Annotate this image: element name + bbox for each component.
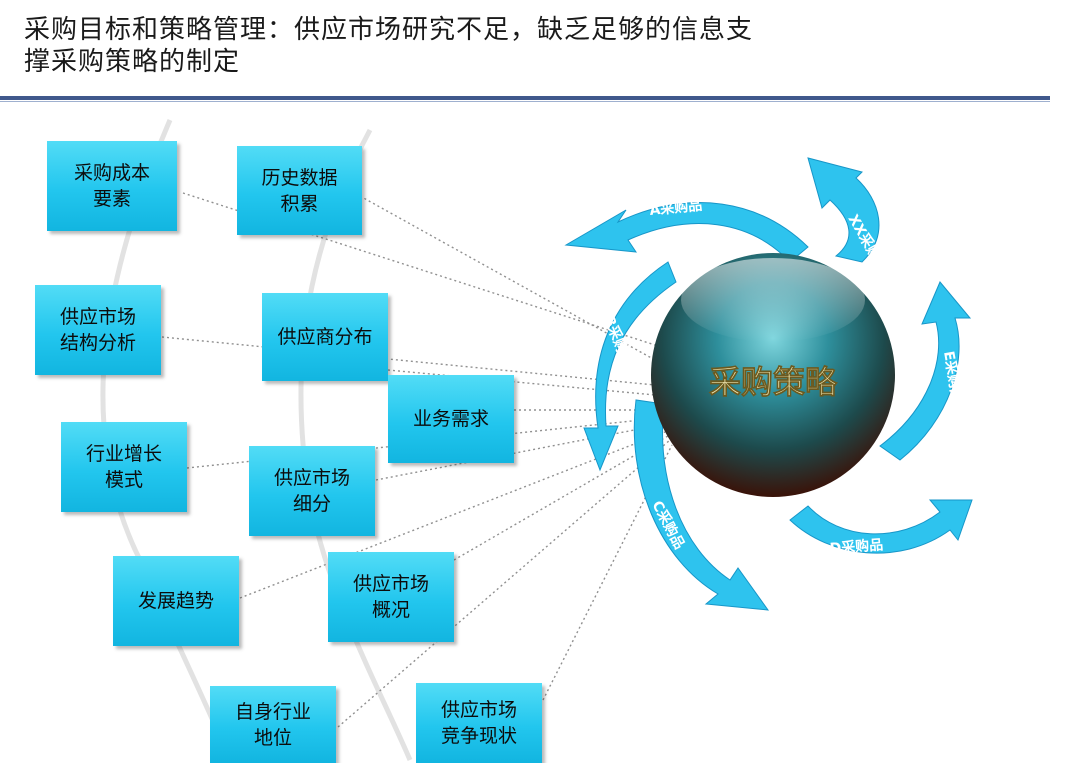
factor-label: 发展趋势 (137, 590, 214, 612)
factor-box-business-demand: 业务需求 (388, 375, 514, 463)
factor-label: 自身行业 (234, 700, 311, 723)
factor-label: 概况 (371, 599, 410, 621)
factor-label: 供应市场 (440, 699, 517, 721)
hub-sphere-highlight (681, 258, 865, 342)
factor-box-cost-factors: 采购成本要素 (47, 141, 177, 231)
connector-line (453, 435, 669, 561)
hub-label: 采购策略 (709, 363, 838, 401)
factor-label: 结构分析 (59, 332, 136, 354)
arrow-c (633, 399, 770, 611)
factor-label: 竞争现状 (440, 725, 517, 747)
arrow-label-a: A采购品 (649, 197, 703, 219)
factor-box-market-segment: 供应市场细分 (249, 446, 375, 536)
title-line-1: 采购目标和策略管理：供应市场研究不足，缺乏足够的信息支 (24, 15, 754, 45)
connector-line (186, 417, 661, 469)
factor-label: 业务需求 (412, 408, 489, 430)
factor-box-trend: 发展趋势 (113, 556, 239, 646)
factor-box-industry-position: 自身行业地位 (210, 686, 336, 763)
factor-label: 供应商分布 (277, 326, 373, 348)
title-underline (0, 96, 1050, 100)
factor-label: 积累 (280, 192, 319, 215)
factor-label: 地位 (253, 726, 292, 749)
arrow-label-d: D采购品 (829, 536, 884, 557)
arrow-d (789, 499, 973, 554)
connector-line (239, 431, 666, 599)
swirl-arrows (564, 157, 973, 611)
factor-box-competition: 供应市场竞争现状 (416, 683, 542, 763)
arrow-e (879, 281, 972, 461)
arrow-xx (807, 157, 880, 263)
factor-box-growth-model: 行业增长模式 (61, 422, 187, 512)
factor-box-supplier-distribution: 供应商分布 (262, 293, 388, 381)
factor-label: 供应市场 (59, 306, 136, 328)
page-title: 采购目标和策略管理：供应市场研究不足，缺乏足够的信息支 撑采购策略的制定 (24, 14, 1044, 78)
factor-label: 采购成本 (73, 162, 150, 184)
connector-line (337, 439, 671, 728)
factor-label: 供应市场 (273, 467, 350, 489)
arrow-b (583, 261, 677, 472)
connector-line (359, 195, 656, 361)
factor-box-market-overview: 供应市场概况 (328, 552, 454, 642)
factor-label: 历史数据 (261, 166, 338, 189)
factor-box-historical-data: 历史数据积累 (237, 146, 362, 235)
title-underline-thin (0, 101, 1050, 102)
factor-label: 要素 (92, 188, 131, 210)
factor-label: 行业增长 (85, 443, 162, 465)
title-line-2: 撑采购策略的制定 (24, 47, 241, 77)
factor-label: 模式 (104, 469, 143, 491)
factor-box-market-structure: 供应市场结构分析 (35, 285, 161, 375)
factor-label: 供应市场 (352, 573, 429, 595)
factor-label: 细分 (292, 493, 331, 515)
arrow-a (564, 202, 809, 263)
